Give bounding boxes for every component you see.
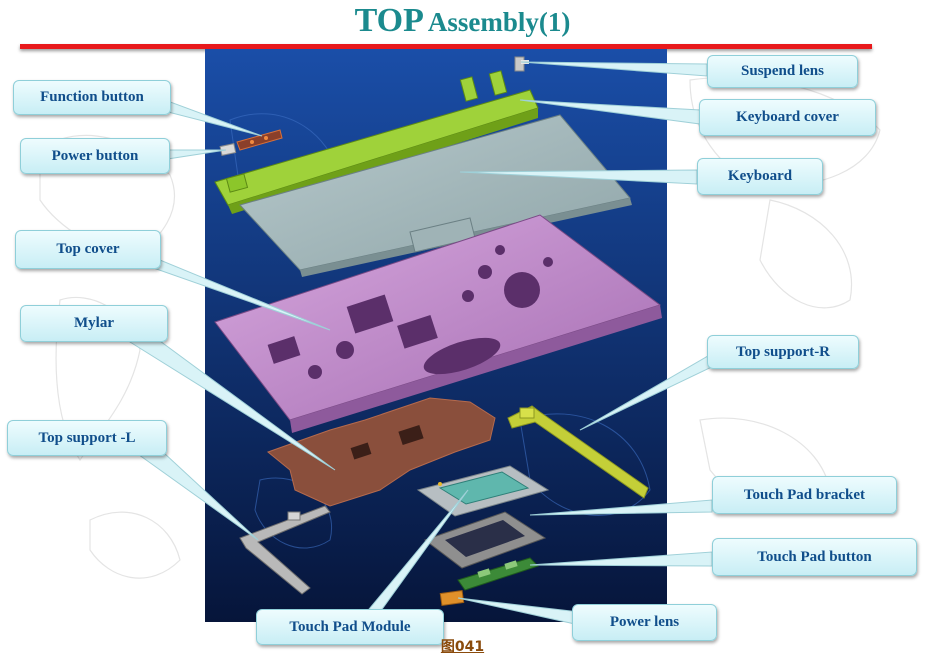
top-support-r-part [507, 405, 649, 499]
label-touch-pad-bracket: Touch Pad bracket [712, 476, 897, 514]
top-cover-part [214, 214, 662, 433]
figure-caption: 图041 [440, 639, 485, 655]
title-underline [20, 44, 872, 49]
top-support-l-part [239, 505, 331, 595]
label-function-button: Function button [13, 80, 171, 115]
label-keyboard: Keyboard [697, 158, 823, 195]
label-suspend-lens: Suspend lens [707, 55, 858, 88]
label-keyboard-cover: Keyboard cover [699, 99, 876, 136]
title-main: TOP [354, 2, 424, 39]
label-top-support-l: Top support -L [7, 420, 167, 456]
touch-pad-button-part [457, 557, 539, 591]
title-rest: Assembly(1) [427, 7, 571, 37]
keyboard-part [239, 114, 632, 277]
label-top-support-r: Top support-R [707, 335, 859, 369]
label-top-cover: Top cover [15, 230, 161, 269]
page-title: TOP Assembly(1) [0, 2, 925, 40]
label-touch-pad-button: Touch Pad button [712, 538, 917, 576]
mylar-part [266, 397, 496, 507]
power-lens-part [439, 589, 465, 607]
label-mylar: Mylar [20, 305, 168, 342]
label-power-button: Power button [20, 138, 170, 174]
touch-pad-bracket-part [423, 511, 547, 569]
label-power-lens: Power lens [572, 604, 717, 641]
touch-pad-module-part [416, 465, 550, 517]
label-touch-pad-module: Touch Pad Module [256, 609, 444, 645]
function-button-part [236, 129, 283, 151]
